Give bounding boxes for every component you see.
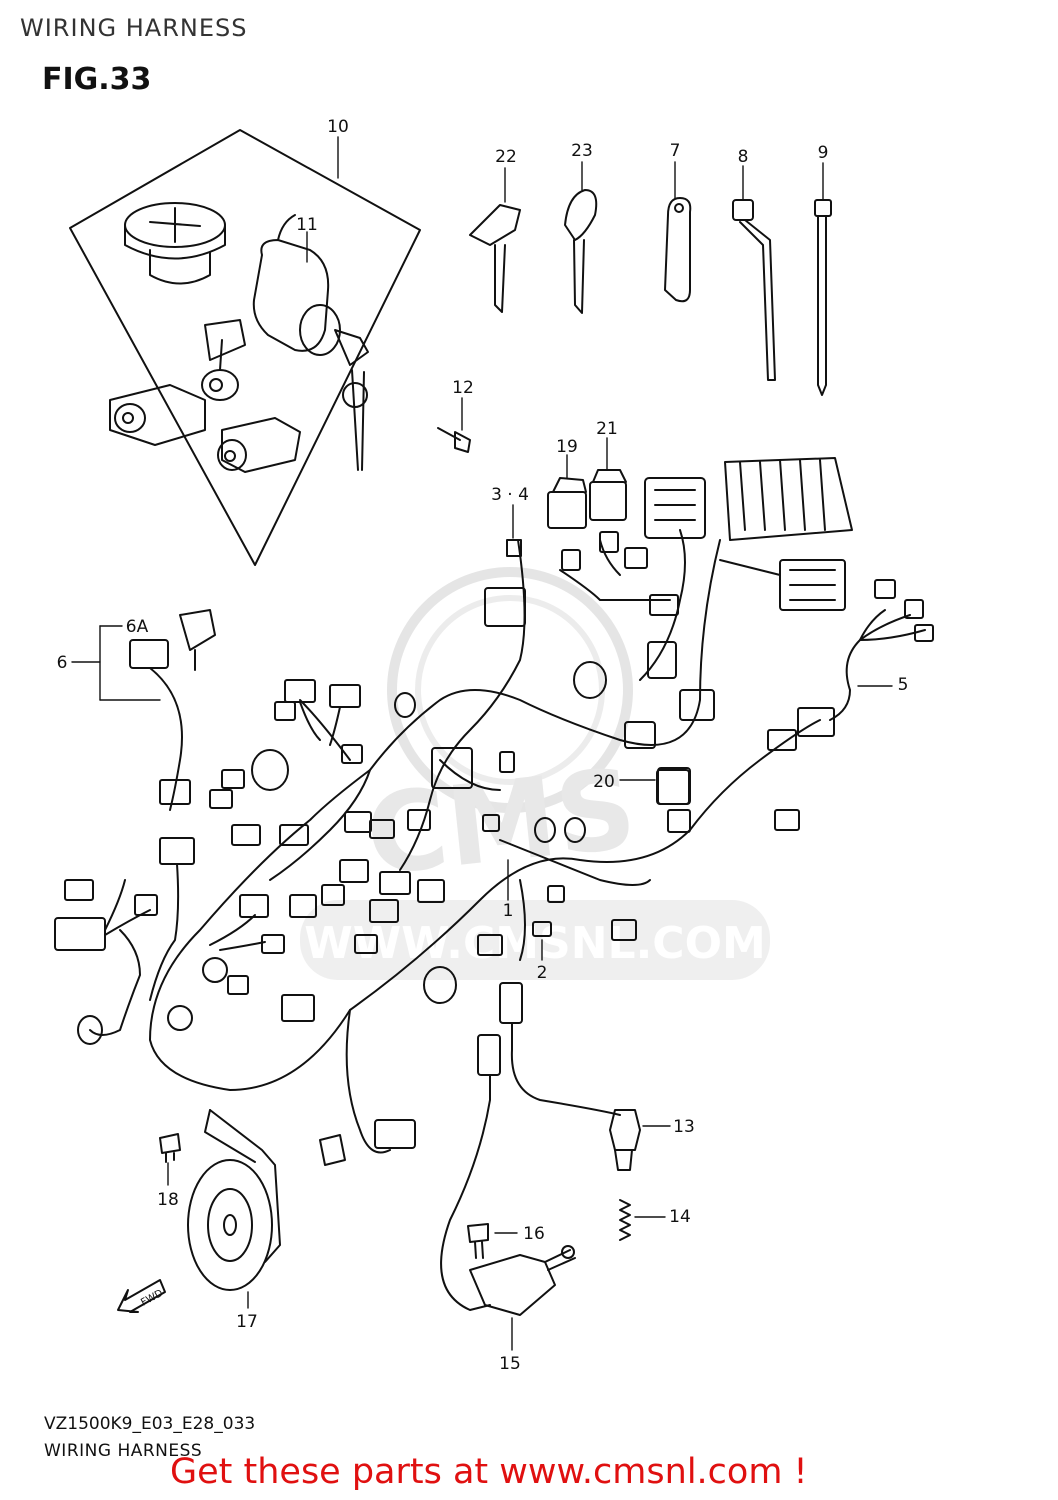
bolt-16-part [467,1223,518,1259]
part-label-17: 17 [236,1312,258,1332]
switch-15-part [440,1034,576,1351]
parts-link[interactable]: Get these parts at www.cmsnl.com ! [170,1452,808,1492]
watermark-brand: CMS [360,744,641,899]
connector-block-top [644,457,853,611]
fuel-cap-part [124,202,226,285]
steering-lock-part [217,417,301,473]
part-label-21: 21 [596,419,618,439]
part-label-3-4: 3 · 4 [491,485,529,505]
bolt-12-part [437,397,471,453]
part-label-8: 8 [738,147,749,167]
lock-set-frame [69,129,421,566]
part-label-16: 16 [523,1224,545,1244]
model-code: VZ1500K9_E03_E28_033 [44,1414,256,1434]
part-label-19: 19 [556,437,578,457]
part-label-6a: 6A [126,617,149,637]
part-label-15: 15 [499,1354,521,1374]
left-connectors [54,879,285,1045]
sub-harness-6-part [71,609,216,1001]
sensor-13-part [499,982,671,1171]
part-label-23: 23 [571,141,593,161]
key-part [564,161,598,314]
part-label-10: 10 [327,117,349,137]
cable-tie-part [814,162,832,396]
page-title: WIRING HARNESS [20,14,248,42]
part-label-12: 12 [452,378,474,398]
middle-connectors [209,531,800,1166]
part-label-13: 13 [673,1117,695,1137]
fwd-label: FWD [139,1288,165,1309]
clamp-part [664,161,692,303]
fwd-arrow-icon [117,1279,166,1313]
band-clamp-part [732,165,776,381]
part-label-20: 20 [593,772,615,792]
part-label-1: 1 [503,901,514,921]
seat-lock-part [201,319,246,401]
key-blank-part [469,167,521,313]
part-label-22: 22 [495,147,517,167]
bolt-18-part [159,1133,181,1186]
part-label-11: 11 [296,215,318,235]
part-label-9: 9 [818,143,829,163]
sub-harness-5-part [797,579,934,737]
part-labels: 10 11 22 23 7 8 9 12 19 21 3 · 4 6A 6 5 … [57,117,909,1374]
ignition-switch-part [252,214,369,471]
figure-label: FIG.33 [42,62,152,97]
part-label-14: 14 [669,1207,691,1227]
relay-20-part [656,769,690,805]
fuse-part [506,504,522,557]
part-label-18: 18 [157,1190,179,1210]
helmet-lock-part [109,384,206,446]
part-label-5: 5 [898,675,909,695]
relay-19-part [547,454,587,529]
relay-21-part [589,437,627,521]
part-label-7: 7 [670,141,681,161]
watermark-url: WWW.CMSNL.COM [304,918,766,969]
horn-part [187,1109,281,1309]
part-label-6: 6 [57,653,68,673]
spring-14-part [619,1199,666,1241]
footer-title: WIRING HARNESS [44,1441,203,1461]
part-label-2: 2 [537,963,548,983]
